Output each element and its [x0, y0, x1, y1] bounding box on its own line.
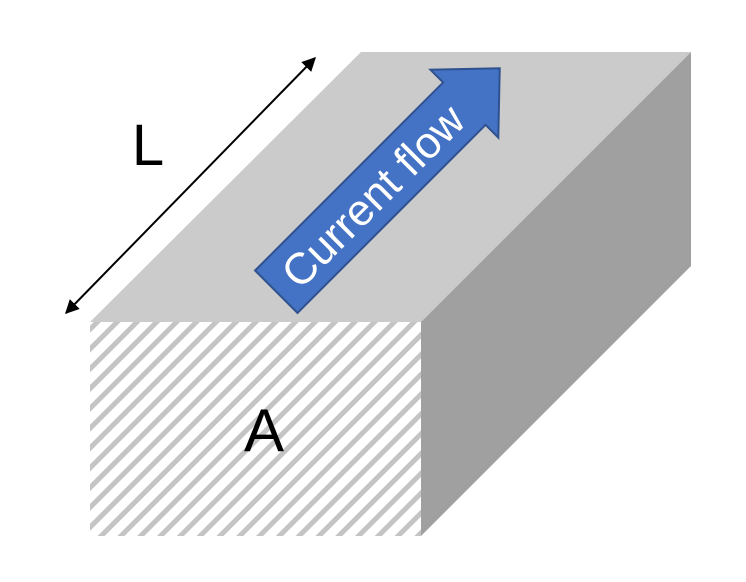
length-dimension-arrow	[65, 56, 316, 315]
area-label: A	[244, 397, 284, 464]
current-arrow-shape	[253, 67, 501, 315]
block-side-face	[421, 52, 691, 536]
length-label: L	[132, 113, 164, 178]
cross-section-face	[90, 322, 421, 536]
